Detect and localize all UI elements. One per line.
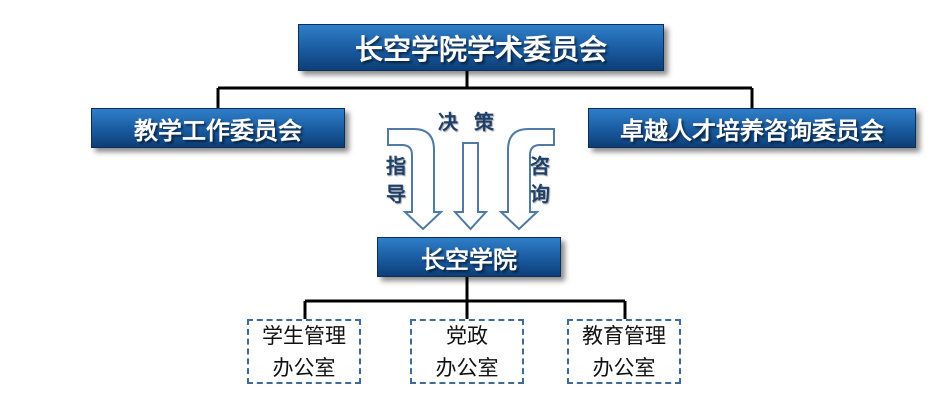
college-box: 长空学院 (377, 237, 561, 277)
decision-arrow (452, 142, 489, 231)
office-line-1: 学生管理 (262, 323, 346, 348)
guide-arrow (387, 128, 444, 231)
talent-advisory-committee-box: 卓越人才培养咨询委员会 (588, 108, 916, 148)
guide-label-char-2: 导 (386, 182, 406, 206)
consult-arrow (498, 128, 555, 231)
office-line-2: 办公室 (435, 355, 499, 380)
academic-committee-label: 长空学院学术委员会 (354, 32, 607, 66)
academic-committee-box: 长空学院学术委员会 (298, 24, 664, 71)
education-management-office-box: 教育管理 办公室 (567, 319, 681, 384)
consult-label: 咨 询 (528, 152, 552, 208)
office-line-1: 党政 (446, 323, 488, 348)
consult-label-char-1: 咨 (530, 154, 550, 178)
decision-label: 决策 (438, 110, 510, 134)
guide-label: 指 导 (384, 152, 408, 208)
party-admin-office-box: 党政 办公室 (410, 319, 524, 384)
talent-advisory-committee-label: 卓越人才培养咨询委员会 (620, 116, 884, 145)
consult-label-char-2: 询 (530, 182, 550, 206)
office-line-2: 办公室 (592, 355, 656, 380)
guide-label-char-1: 指 (386, 154, 406, 178)
student-affairs-office-box: 学生管理 办公室 (247, 319, 361, 384)
college-label: 长空学院 (421, 245, 517, 274)
office-line-1: 教育管理 (582, 323, 666, 348)
office-line-2: 办公室 (272, 355, 336, 380)
teaching-committee-label: 教学工作委员会 (134, 116, 302, 145)
teaching-committee-box: 教学工作委员会 (91, 108, 345, 148)
